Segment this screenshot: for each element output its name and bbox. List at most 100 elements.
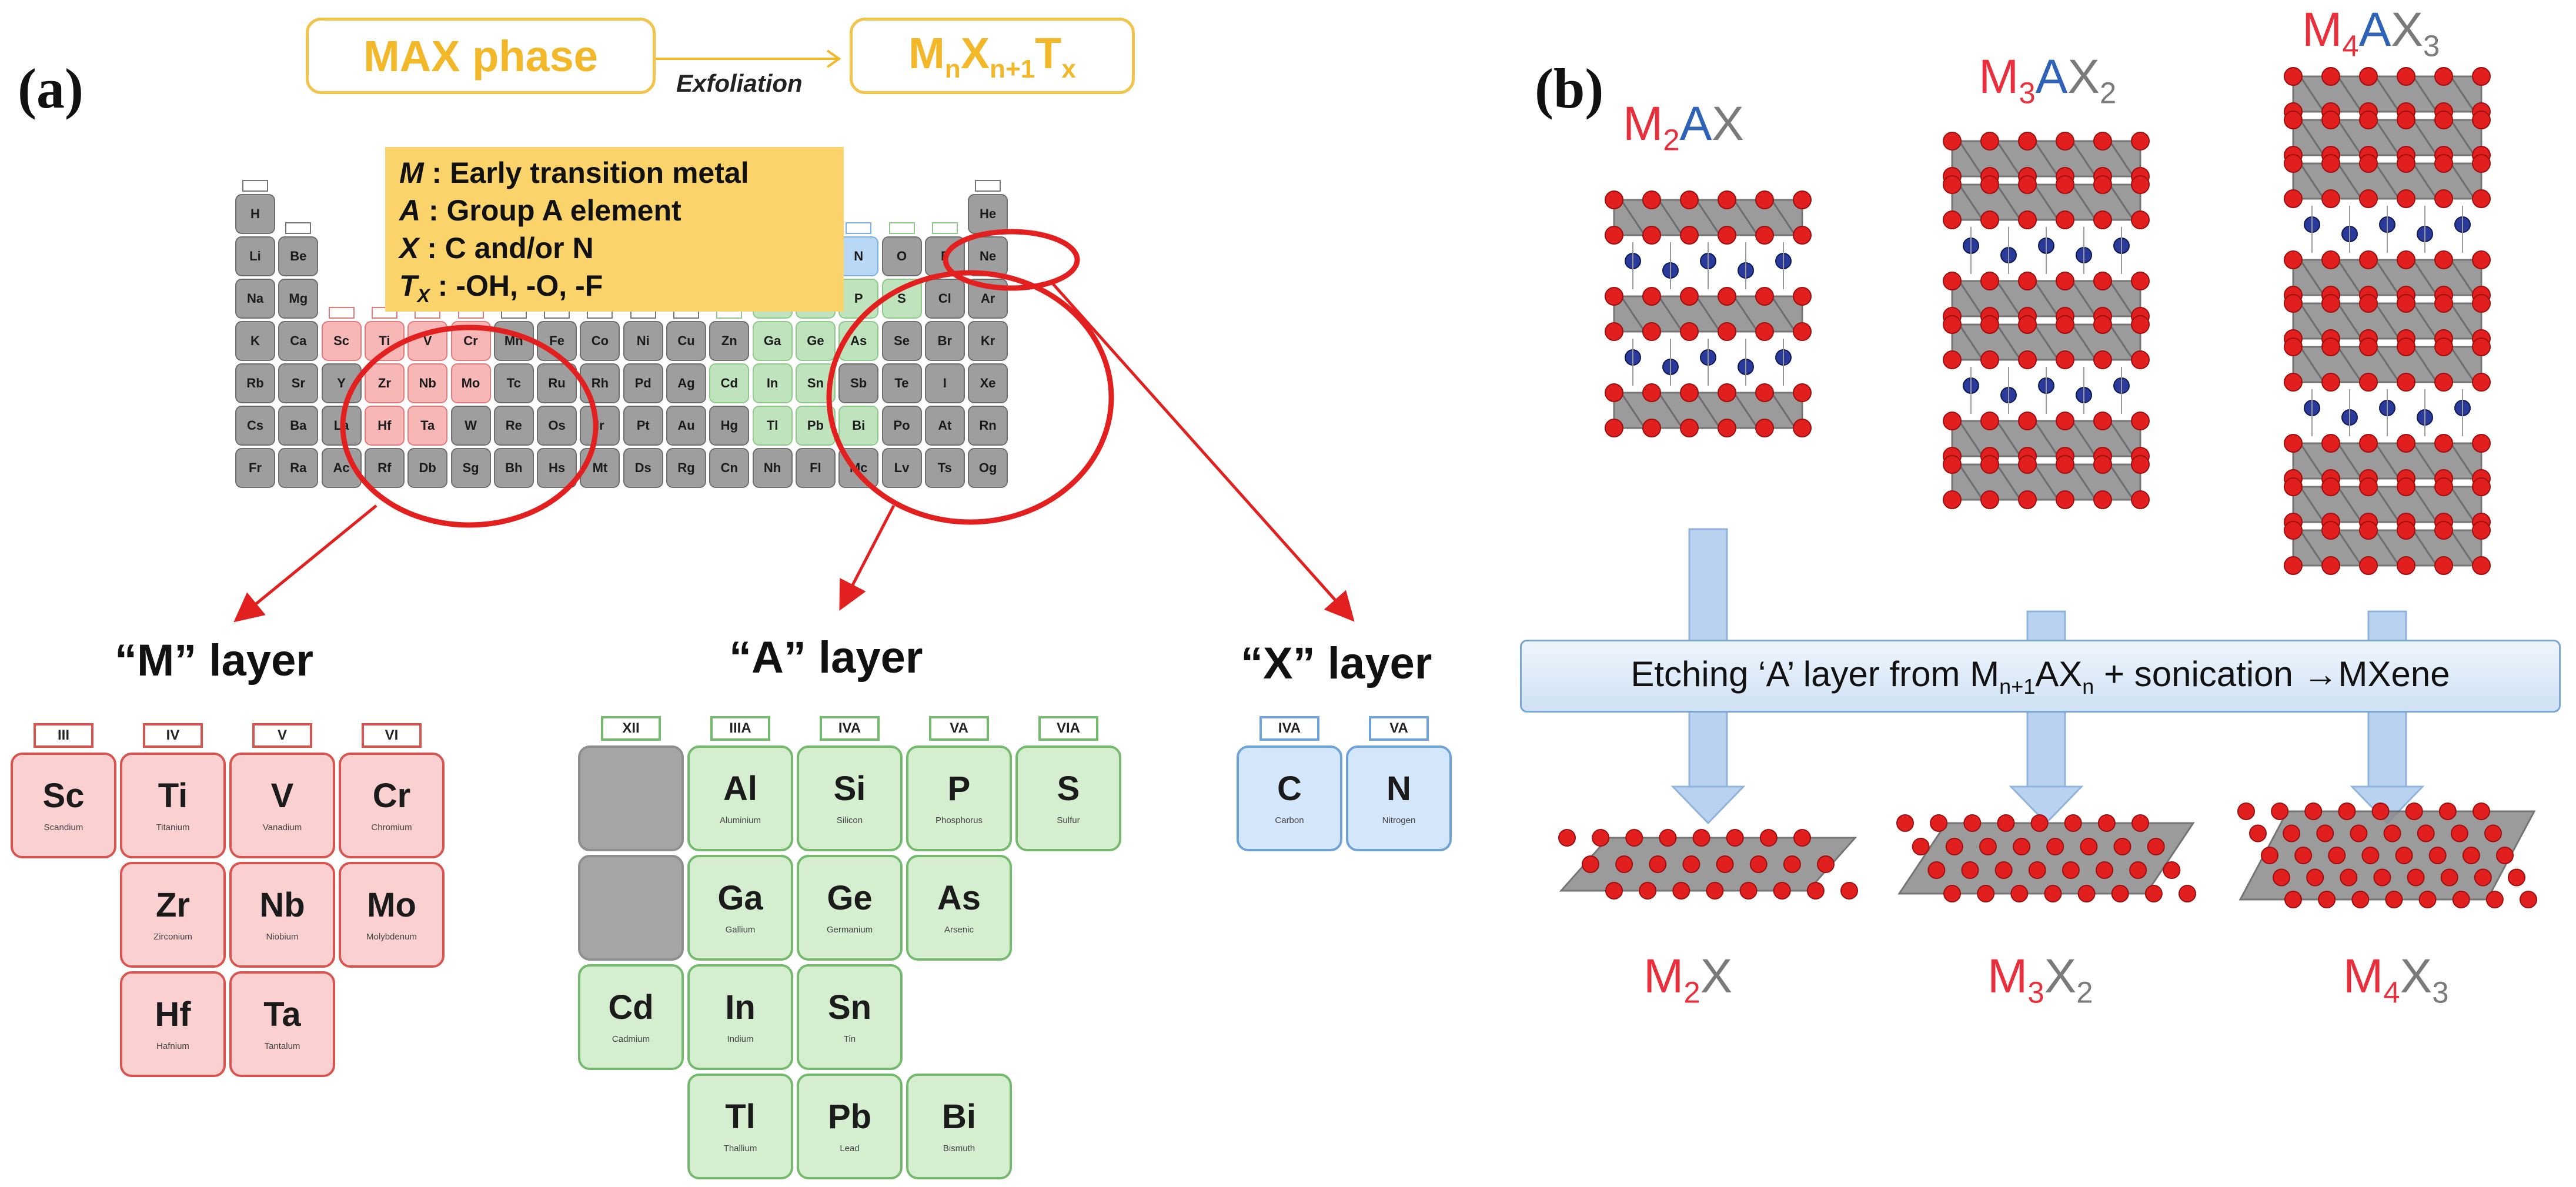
formula-x-sub: 3 xyxy=(2423,29,2440,63)
m-atom xyxy=(2131,175,2150,194)
element-tile: Ts xyxy=(924,448,965,488)
octahedron-edge xyxy=(2450,303,2475,339)
m-atom xyxy=(2359,111,2378,129)
m-atom xyxy=(2321,556,2340,575)
surface-atom xyxy=(2237,803,2255,820)
m-atom xyxy=(2397,337,2415,356)
octahedron-edge xyxy=(2299,486,2325,523)
legend-key: T xyxy=(399,269,417,302)
element-tile: Rh xyxy=(580,363,620,403)
surface-atom xyxy=(1773,882,1791,900)
element-tile: Rf xyxy=(364,448,405,488)
surface-atom xyxy=(2284,891,2302,908)
formula-m-sub: 3 xyxy=(2027,975,2044,1009)
m-atom xyxy=(2434,250,2453,269)
m-atom xyxy=(2472,250,2491,269)
surface-atom xyxy=(1793,829,1811,847)
element-name: Indium xyxy=(727,1034,754,1044)
m-atom xyxy=(2093,412,2112,430)
element-symbol: P xyxy=(947,769,971,808)
element-symbol: Sn xyxy=(827,988,872,1026)
element-tile: Og xyxy=(968,448,1008,488)
octahedron-edge xyxy=(2374,530,2400,566)
etching-banner: Etching ‘A’ layer from Mn+1AXn + sonicat… xyxy=(1520,640,2561,713)
m-atom xyxy=(2093,350,2112,369)
m-atom xyxy=(1680,419,1699,437)
element-tile: Be xyxy=(278,236,319,276)
m-atom xyxy=(2359,434,2378,453)
m-atom xyxy=(1605,419,1623,437)
group-label: XII xyxy=(601,716,661,741)
group-label: IIIA xyxy=(710,716,770,741)
octahedron-edge xyxy=(2374,486,2400,523)
m-atom xyxy=(1980,272,1999,290)
octahedron-edge xyxy=(2299,530,2325,566)
m-atom xyxy=(1755,419,1774,437)
m-atom xyxy=(2056,490,2074,509)
m-atom xyxy=(2321,111,2340,129)
element-symbol: Cr xyxy=(372,776,411,815)
m-atom xyxy=(2284,337,2303,356)
surface-atom xyxy=(2350,824,2368,842)
formula-x: X xyxy=(2067,50,2100,103)
element-tile: Mg xyxy=(278,279,319,319)
surface-atom xyxy=(2418,891,2437,908)
element-tile: Nb xyxy=(407,363,448,403)
element-name: Cadmium xyxy=(612,1034,650,1044)
octahedron-edge xyxy=(1996,464,2022,500)
exfoliation-label: Exfoliation xyxy=(676,69,803,97)
element-tile: Sg xyxy=(450,448,491,488)
surface-atom xyxy=(2328,847,2346,864)
mxene-sheet xyxy=(1897,822,2195,895)
octahedron-edge xyxy=(2374,303,2400,339)
legend-line: M : Early transition metal xyxy=(399,154,830,192)
m-atom xyxy=(1980,412,1999,430)
m-atom xyxy=(1680,287,1699,306)
m-atom xyxy=(1943,272,1962,290)
element-symbol: As xyxy=(937,878,981,917)
formula-m: M xyxy=(2343,949,2384,1003)
m-atom xyxy=(2056,315,2074,334)
element-tile: Br xyxy=(924,321,965,361)
surface-atom xyxy=(2097,814,2116,832)
a-circle xyxy=(826,270,1114,525)
surface-atom xyxy=(2450,824,2468,842)
m-atom xyxy=(2131,350,2150,369)
m-atom xyxy=(1718,226,1736,245)
element-tile: Ni xyxy=(623,321,663,361)
octahedron-edge xyxy=(2299,119,2325,156)
m-atom xyxy=(2056,412,2074,430)
octahedron-edge xyxy=(2337,443,2363,479)
m-atom xyxy=(2321,477,2340,496)
x-layer-title: “X” layer xyxy=(1241,638,1432,688)
octahedron-edge xyxy=(2412,259,2438,296)
formula-m-sub: 3 xyxy=(2019,76,2036,110)
m-atom xyxy=(2056,272,2074,290)
octahedron-edge xyxy=(1958,280,1984,317)
octahedron-edge xyxy=(2450,259,2475,296)
m-atom xyxy=(1642,226,1661,245)
element-symbol: Al xyxy=(723,769,757,808)
etching-banner-text: Etching ‘A’ layer from Mn+1AXn + sonicat… xyxy=(1631,654,2450,698)
element-tile: Cd xyxy=(709,363,750,403)
surface-atom xyxy=(2395,847,2413,864)
legend-line: X : C and/or N xyxy=(399,229,830,267)
m-atom xyxy=(2359,189,2378,208)
formula-m-sub: 2 xyxy=(1663,123,1680,157)
m-atom xyxy=(1642,287,1661,306)
element-tile: Bh xyxy=(493,448,534,488)
m-atom xyxy=(2397,67,2415,86)
formula-m: M xyxy=(1643,949,1684,1003)
octahedron-edge xyxy=(1658,392,1683,429)
surface-atom xyxy=(2462,847,2480,864)
surface-atom xyxy=(1930,814,1948,832)
octahedron-edge xyxy=(1770,199,1796,236)
m-atom xyxy=(2321,337,2340,356)
surface-atom xyxy=(2111,885,2129,902)
element-symbol: C xyxy=(1277,769,1302,808)
